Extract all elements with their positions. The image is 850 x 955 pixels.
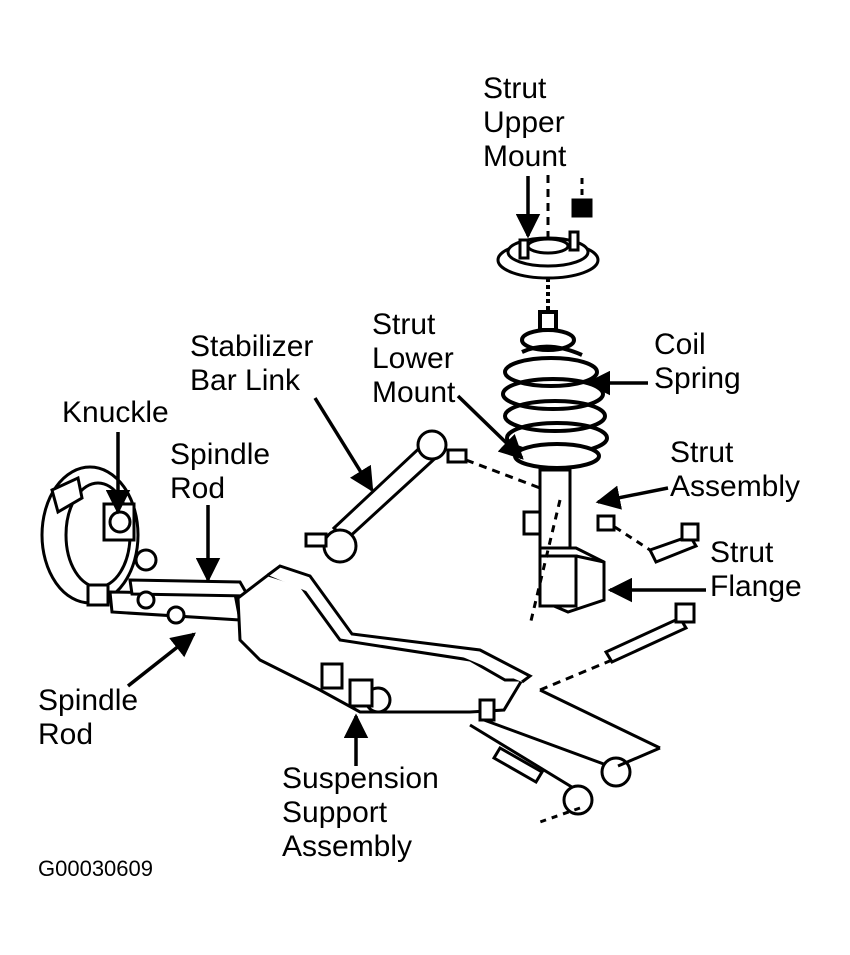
label-spindle-rod-bottom: Spindle Rod: [38, 684, 139, 751]
arrow-stabilizer-bar-link: [313, 397, 374, 493]
label-knuckle: Knuckle: [62, 396, 169, 429]
suspension-support-assembly-part: [108, 564, 661, 824]
label-strut-upper-mount: Strut Upper Mount: [483, 72, 567, 173]
strut-upper-mount-part: [496, 175, 600, 312]
arrow-strut-lower-mount: [456, 394, 524, 460]
arrow-strut-assembly: [595, 485, 669, 510]
strut-assembly-part: [522, 468, 606, 626]
label-stabilizer-bar-link: Stabilizer Bar Link: [190, 330, 314, 397]
figure-code: G00030609: [38, 856, 153, 881]
label-strut-assembly: Strut Assembly: [670, 436, 801, 503]
leader-arrows: [105, 176, 706, 766]
flange-bolts-part: [539, 514, 700, 750]
label-strut-lower-mount: Strut Lower Mount: [372, 308, 456, 409]
label-strut-flange: Strut Flange: [710, 536, 802, 603]
arrow-spindle-rod-bottom: [126, 632, 196, 688]
knuckle-part: [40, 465, 158, 607]
stabilizer-bar-link-part: [304, 429, 541, 564]
label-coil-spring: Coil Spring: [654, 328, 741, 395]
label-spindle-rod-top: Spindle Rod: [170, 438, 271, 505]
coil-spring-part: [501, 310, 609, 470]
label-suspension-support-assembly: Suspension Support Assembly: [282, 762, 439, 863]
